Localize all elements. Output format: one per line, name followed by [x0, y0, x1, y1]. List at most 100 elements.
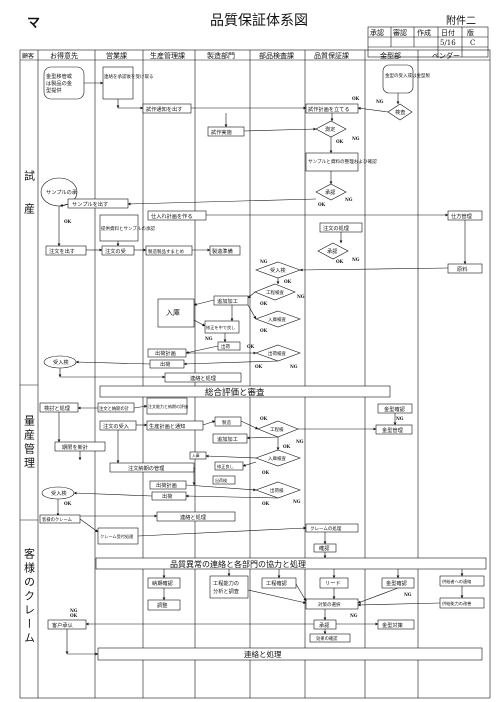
box-sales-receive	[102, 66, 134, 100]
label-repair-mass: 修正良し	[217, 463, 234, 470]
phase-trial-label: 試産	[23, 169, 36, 236]
label-ship-mass: 出荷	[162, 492, 172, 500]
label-adjust: 調整	[157, 601, 167, 609]
col-header-client: お得意先	[50, 51, 78, 60]
col-header-production: 生産管理課	[150, 51, 185, 60]
label-process-analysis-1: 工程能力の	[213, 579, 239, 587]
approval-table	[367, 26, 489, 58]
label-process-analysis-2: 分析と調査	[213, 587, 239, 595]
label-prod-prep: 製造準備	[212, 247, 233, 255]
label-order-recv-mass: 注文の受入	[103, 422, 129, 430]
label-ship-insp-mass-small: 出荷検	[215, 477, 227, 483]
label-order-recv: 注文の受	[105, 247, 126, 255]
ok-label: OK	[318, 202, 326, 207]
label-accept-insp-mass: 入庫検査	[268, 455, 286, 462]
label-warehouse: 出荷	[221, 343, 230, 350]
label-stock-mass: 入庫	[192, 453, 200, 458]
ok-label: OK	[262, 470, 270, 475]
label-vendor-contact: 供給者への連絡	[442, 578, 472, 585]
label-rework-mass: 追加加工	[217, 435, 238, 443]
ng-label: NG	[396, 416, 404, 421]
approval-cell-2: 審認	[393, 28, 407, 37]
label-trial-notice: 試作通知を出す	[146, 105, 182, 113]
ng-label: NG	[297, 294, 305, 299]
box-order-confirm	[97, 402, 135, 413]
label-material: 原料	[457, 265, 467, 273]
label-mold-confirm: 金型確認	[384, 405, 406, 413]
label-order-confirm: 注文と納期の計	[99, 405, 130, 412]
label-approve-1: 承認	[325, 188, 336, 196]
approval-cell-4: 日付	[441, 28, 455, 37]
label-trial-plan: 試作計画を立てる	[308, 105, 350, 113]
box-order-issue	[45, 245, 87, 256]
label-mold-mgmt: 金型管理	[382, 426, 404, 434]
page-title: 品質保証体系図	[210, 13, 308, 29]
ng-label: NG	[376, 99, 384, 104]
label-ship-insp-mass: 出荷検	[270, 487, 284, 494]
box-sample-docs	[99, 214, 139, 242]
label-sample-docs: 提供資料とサンプルの承認	[101, 225, 155, 232]
ng-label: NG	[70, 608, 78, 613]
ng-label: NG	[345, 197, 353, 202]
label-vendor-mgmt: 仕方管理	[451, 212, 473, 220]
ok-label: OK	[352, 96, 360, 101]
ok-label: OK	[283, 444, 291, 449]
ng-label: NG	[350, 613, 358, 618]
ok-label: OK	[260, 416, 268, 421]
label-claim-record: クレーム受付処理	[100, 533, 134, 540]
box-ship-insp-mass-small	[212, 475, 236, 485]
label-ship-plan: 出荷計画	[155, 349, 176, 357]
label-vendor-improve: 供給能力の改善	[442, 600, 471, 607]
label-receive: 受入検	[53, 358, 69, 366]
ng-label: NG	[205, 336, 213, 341]
ng-label: NG	[290, 364, 298, 369]
box-effect-confirm	[309, 633, 351, 643]
ok-label: OK	[262, 501, 270, 506]
label-due-confirm: 納期確認	[152, 579, 174, 587]
ok-label: OK	[260, 301, 268, 306]
col-header-sales: 営業課	[106, 51, 127, 60]
ok-label: OK	[64, 219, 72, 224]
col-header-customer: 顧客	[22, 52, 34, 60]
ok-label: OK	[255, 364, 263, 369]
label-accept-insp: 受入検	[270, 266, 286, 274]
label-processing: 追加加工	[217, 297, 238, 305]
ok-label: OK	[284, 279, 292, 284]
banner-evaluation	[99, 385, 391, 398]
approval-date: 5/16	[440, 39, 456, 47]
box-stock	[157, 298, 195, 328]
ng-label: NG	[293, 499, 301, 504]
label-trial-exec: 試作実施	[211, 128, 232, 136]
box-mold-accept	[382, 64, 414, 94]
label-approve-2: 承認	[327, 247, 338, 255]
label-confirm: 確認	[319, 544, 330, 552]
label-stock: 入庫	[166, 308, 180, 317]
approval-cell-3: 作成	[417, 28, 431, 37]
label-purchase-plan: 仕入れ計画を作る	[151, 212, 193, 220]
box-purchase-plan	[147, 210, 207, 221]
col-header-qa: 品質保証課	[314, 51, 349, 60]
box-final-contact	[97, 647, 483, 661]
phase-claim-label: 客様のクレーム	[23, 547, 36, 646]
ng-label: NG	[404, 592, 412, 597]
label-delivery: 期限を新計	[62, 443, 88, 451]
label-prod-plan: 生産計画と通知	[149, 422, 185, 430]
header-mark: マ	[27, 16, 40, 31]
ok-label: OK	[70, 613, 78, 618]
label-measure: 測定	[325, 125, 335, 133]
label-approve-claim: 承認	[319, 621, 330, 629]
diamond-approve-2	[317, 242, 349, 260]
label-order-process: 注文の処理	[323, 224, 350, 232]
label-order-issue: 注文を出す	[49, 247, 75, 255]
col-header-mold: 金型部	[380, 51, 401, 60]
label-effect-confirm: 効果の確認	[316, 635, 338, 642]
box-processing	[213, 295, 249, 306]
label-banner-evaluation: 総合評価と審査	[205, 387, 265, 398]
label-repair-insp: 修正を中で良し	[206, 324, 235, 331]
col-header-manufacturing: 製造部門	[207, 51, 235, 60]
label-prod-schedule: 製造製品すまとめ	[148, 248, 184, 255]
label-sales-receive: 連絡を承認後を受け取る	[104, 73, 154, 80]
approval-cell-1: 承認	[370, 28, 384, 37]
attachment-label: 附件二	[446, 14, 476, 27]
